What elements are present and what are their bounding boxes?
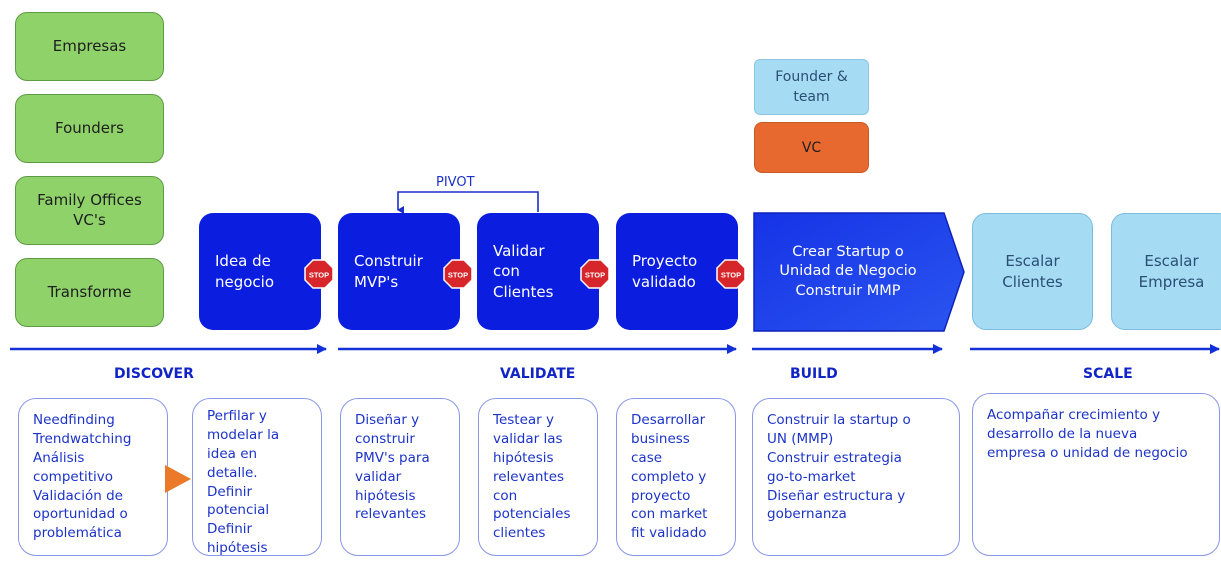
desc-testear: Testear y validar las hipótesis relevant… [478, 398, 598, 556]
stage-label: Crear Startup o Unidad de Negocio Constr… [779, 243, 917, 299]
stakeholder-label: Empresas [52, 36, 127, 55]
pivot-label: PIVOT [436, 175, 475, 190]
stage-construir-mvps: Construir MVP's [338, 213, 460, 330]
phase-discover-label: DISCOVER [114, 366, 194, 382]
desc-perfilar: Perfilar y modelar la idea en detalle. D… [192, 398, 322, 556]
stage-idea-de-negocio: Idea de negocio [199, 213, 321, 330]
desc-text: Needfinding Trendwatching Análisis compe… [33, 412, 132, 542]
stakeholder-label: Family Offices VC's [37, 191, 142, 229]
stakeholder-founders: Founders [15, 94, 164, 163]
desc-text: Acompañar crecimiento y desarrollo de la… [987, 407, 1188, 461]
triangle-pointer-icon [165, 465, 191, 493]
stop-sign-label: STOP [721, 271, 741, 280]
stakeholder-label: Founders [54, 118, 125, 137]
stakeholder-label: Transforme [47, 282, 132, 301]
desc-text: Construir la startup o UN (MMP) Construi… [767, 412, 911, 523]
pivot-connector [397, 191, 539, 214]
stop-sign-label: STOP [585, 271, 605, 280]
stage-label: Escalar Empresa [1138, 252, 1205, 291]
desc-text: Testear y validar las hipótesis relevant… [493, 412, 571, 542]
stakeholder-family-offices: Family Offices VC's [15, 176, 164, 245]
stage-crear-startup-shape [753, 212, 965, 332]
stage-label: Construir MVP's [354, 252, 423, 291]
stage-escalar-clientes: Escalar Clientes [972, 213, 1093, 330]
phase-build-label: BUILD [790, 366, 838, 382]
phase-validate-label: VALIDATE [500, 366, 576, 382]
legend-vc-label: VC [801, 139, 822, 156]
stakeholder-transforme: Transforme [15, 258, 164, 327]
legend-vc: VC [754, 122, 869, 173]
stop-sign-icon: STOP [443, 259, 473, 289]
stop-sign-icon: STOP [304, 259, 334, 289]
desc-text: Perfilar y modelar la idea en detalle. D… [207, 408, 280, 557]
desc-desarrollar: Desarrollar business case completo y pro… [616, 398, 736, 556]
stage-label: Escalar Clientes [1002, 252, 1063, 291]
stage-label: Idea de negocio [215, 252, 275, 291]
stage-escalar-empresa: Escalar Empresa [1111, 213, 1221, 330]
legend-founder-team: Founder & team [754, 59, 869, 115]
stage-crear-startup: Crear Startup o Unidad de Negocio Constr… [752, 211, 944, 333]
stop-sign-label: STOP [448, 271, 468, 280]
desc-needfinding: Needfinding Trendwatching Análisis compe… [18, 398, 168, 556]
legend-founder-team-label: Founder & team [775, 68, 848, 105]
stakeholder-empresas: Empresas [15, 12, 164, 81]
phase-arrows [10, 344, 1220, 354]
desc-disenar: Diseñar y construir PMV's para validar h… [340, 398, 460, 556]
stop-sign-icon: STOP [716, 259, 746, 289]
desc-acompanar: Acompañar crecimiento y desarrollo de la… [972, 393, 1220, 556]
stop-sign-icon: STOP [580, 259, 610, 289]
desc-construir-startup: Construir la startup o UN (MMP) Construi… [752, 398, 960, 556]
stop-sign-label: STOP [309, 271, 329, 280]
desc-text: Diseñar y construir PMV's para validar h… [355, 412, 430, 523]
phase-scale-label: SCALE [1083, 366, 1133, 382]
stage-label: Proyecto validado [632, 252, 698, 291]
stage-validar-con-clientes: Validar con Clientes [477, 213, 599, 330]
stage-label: Validar con Clientes [493, 242, 554, 301]
desc-text: Desarrollar business case completo y pro… [631, 412, 708, 542]
